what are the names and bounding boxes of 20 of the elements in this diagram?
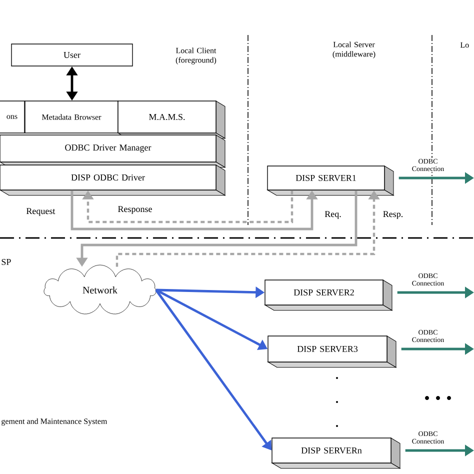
layer-box: M.A.M.S.: [118, 100, 226, 139]
edge-label: Resp.: [382, 210, 404, 220]
region-label: SP: [2, 258, 11, 266]
region-label: Local Server (middleware): [332, 42, 376, 58]
server-box: DISP SERVER2: [264, 280, 392, 311]
user-box: User: [11, 44, 133, 66]
arrow: [82, 190, 294, 224]
network-cloud: Network: [44, 264, 156, 314]
edge-label: Request: [25, 207, 56, 217]
server-box: DISP SERVER3: [268, 336, 396, 368]
region-label: gement and Maintenance System: [2, 418, 108, 426]
layer-box: DISP ODBC Driver: [0, 164, 226, 196]
region-label: Local Client (foreground): [176, 48, 216, 64]
layer-cell: ons: [0, 100, 25, 134]
server-box: DISP SERVERn: [272, 438, 400, 469]
edge-label: Req.: [324, 210, 342, 220]
layer-box: ODBC Driver Manager: [0, 134, 226, 168]
edge-label: Response: [116, 205, 154, 215]
region-label: Lo: [460, 42, 469, 48]
server-box: DISP SERVER1: [267, 166, 394, 196]
